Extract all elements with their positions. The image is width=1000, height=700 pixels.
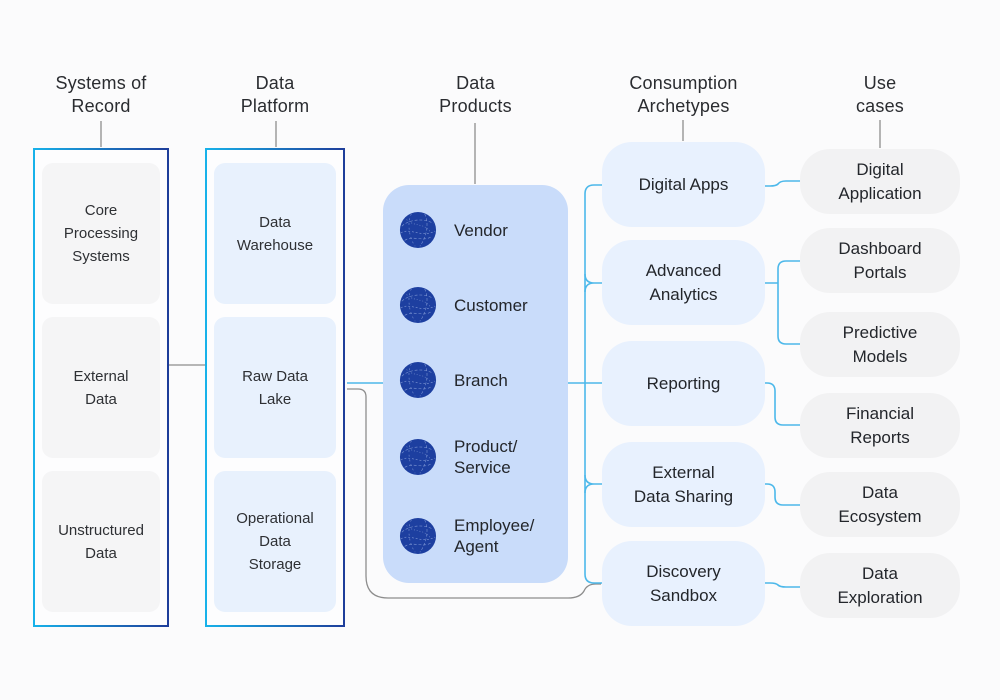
product-label: Customer (454, 295, 528, 315)
header-use-cases: Use cases (855, 73, 905, 116)
header-systems-of-record: Systems of Record (55, 73, 147, 116)
node-reporting: Reporting (602, 341, 765, 426)
connector-platform-to-discovery-sandbox (347, 388, 601, 599)
gray-connectors (100, 120, 881, 599)
node-advanced-analytics: Advanced Analytics (602, 240, 765, 325)
node-data-exploration: Data Exploration (800, 553, 960, 618)
data-platform-panel: Data Warehouse Raw Data Lake Operational… (205, 148, 345, 627)
connector-external-data-sharing-to-data-ecosystem (765, 483, 800, 506)
node-external-data: External Data (42, 317, 160, 458)
node-data-warehouse: Data Warehouse (214, 163, 336, 304)
product-label: Employee/ Agent (454, 516, 535, 556)
header-consumption-archetypes: Consumption Archetypes (629, 73, 738, 116)
product-row-vendor: Vendor (399, 211, 562, 249)
header-data-platform: Data Platform (240, 73, 310, 116)
node-unstructured-data: Unstructured Data (42, 471, 160, 612)
bus-stub-advanced-analytics (584, 273, 602, 293)
data-products-panel: Vendor Customer Branch Product/ Service … (383, 185, 568, 583)
connector-bus (584, 184, 602, 584)
node-financial-reports: Financial Reports (800, 393, 960, 458)
node-predictive-models: Predictive Models (800, 312, 960, 377)
node-dashboard-portals: Dashboard Portals (800, 228, 960, 293)
globe-icon (399, 438, 437, 476)
globe-icon (399, 286, 437, 324)
product-label: Vendor (454, 220, 508, 240)
product-label: Product/ Service (454, 437, 518, 477)
connector-reporting-to-financial-reports (765, 382, 800, 426)
connector-discovery-sandbox-to-data-exploration (765, 582, 800, 588)
product-row-employee-agent: Employee/ Agent (399, 515, 562, 557)
node-external-data-sharing: External Data Sharing (602, 442, 765, 527)
node-raw-data-lake: Raw Data Lake (214, 317, 336, 458)
connector-advanced-analytics-fork (765, 260, 800, 345)
node-digital-application: Digital Application (800, 149, 960, 214)
node-core-processing-systems: Core Processing Systems (42, 163, 160, 304)
globe-icon (399, 361, 437, 399)
cyan-connectors (347, 180, 800, 588)
connector-digital-apps-to-digital-application (765, 180, 800, 187)
product-label: Branch (454, 370, 508, 390)
product-row-branch: Branch (399, 361, 562, 399)
product-row-product-service: Product/ Service (399, 436, 562, 478)
node-data-ecosystem: Data Ecosystem (800, 472, 960, 537)
node-operational-data-storage: Operational Data Storage (214, 471, 336, 612)
product-row-customer: Customer (399, 286, 562, 324)
globe-icon (399, 211, 437, 249)
node-discovery-sandbox: Discovery Sandbox (602, 541, 765, 626)
header-data-products: Data Products (439, 73, 512, 116)
globe-icon (399, 517, 437, 555)
node-digital-apps: Digital Apps (602, 142, 765, 227)
systems-of-record-panel: Core Processing Systems External Data Un… (33, 148, 169, 627)
bus-stub-external-data-sharing (584, 474, 602, 494)
